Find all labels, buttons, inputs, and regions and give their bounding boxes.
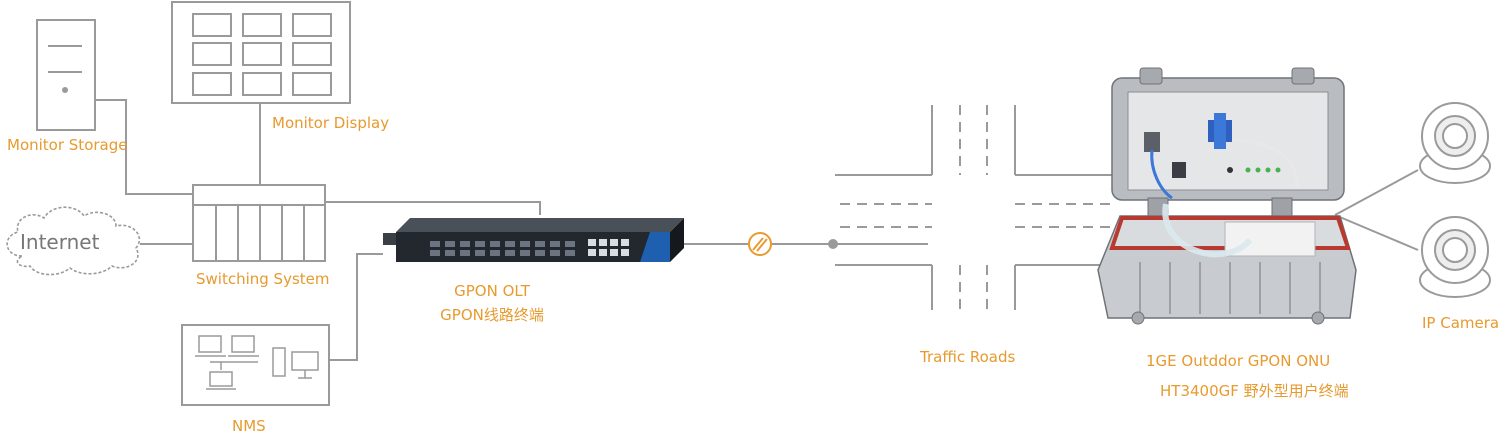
link-storage-switch [96,99,193,195]
link-onu-camera-top [1334,169,1419,216]
dome-camera-icon [1419,102,1491,184]
link-nms-olt [330,253,383,361]
server-tower-icon [36,19,96,131]
link-switch-olt [325,201,541,215]
link-onu-camera-bottom [1334,214,1419,251]
switching-system-label: Switching System [196,270,330,288]
cloud-icon [6,206,141,276]
internet-label: Internet [20,230,100,254]
nms-label: NMS [232,417,266,435]
olt-device-icon [383,218,684,262]
onu-label: 1GE Outddor GPON ONU [1146,352,1331,370]
onu-sublabel: HT3400GF 野外型用户终端 [1160,382,1349,400]
monitor-display-label: Monitor Display [272,114,390,132]
optical-splitter-icon [748,232,772,256]
network-computers-icon [181,324,330,406]
outdoor-onu-box-icon [1097,67,1357,325]
connection-lines [96,99,1419,361]
ip-camera-label: IP Camera [1422,314,1500,332]
gpon-olt-label: GPON OLT [454,282,530,300]
traffic-roads-label: Traffic Roads [920,348,1016,366]
junction-node [828,239,838,249]
gpon-olt-sublabel: GPON线路终端 [440,306,544,324]
switch-rack-icon [192,184,326,262]
road-intersection-icon [835,105,1115,310]
video-wall-icon [171,1,351,104]
monitor-storage-label: Monitor Storage [7,136,128,154]
dome-camera-icon [1419,216,1491,298]
